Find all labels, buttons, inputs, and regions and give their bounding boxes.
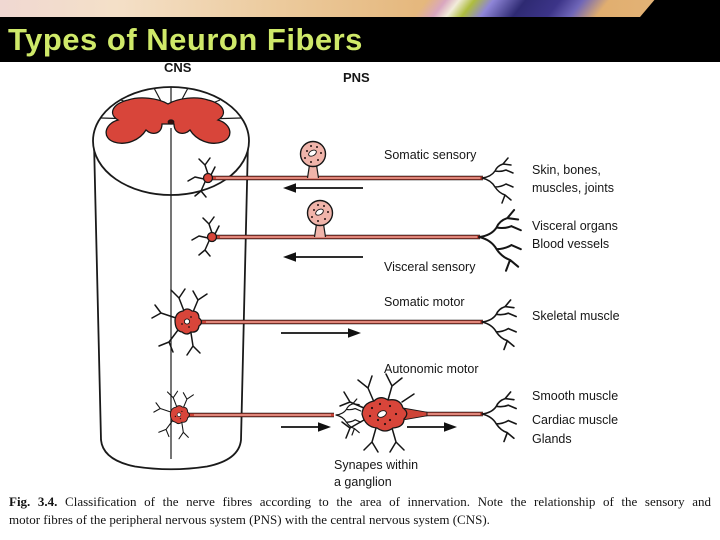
target-label: Skeletal muscle (532, 309, 620, 323)
caption-fig-label: Fig. 3.4. (9, 494, 58, 509)
fiber-label: Somatic sensory (384, 148, 477, 162)
target-label: Skin, bones, (532, 163, 601, 177)
marble-purple-band (408, 0, 622, 17)
nerve-ending-icon (481, 391, 517, 443)
fiber-label: Autonomic motor (384, 362, 478, 376)
arrow-left-icon (283, 252, 363, 262)
caption-line-1: Fig. 3.4. Classification of the nerve fi… (9, 494, 712, 509)
fiber-label: Visceral sensory (384, 260, 476, 274)
target-label: Cardiac muscle (532, 413, 618, 427)
ganglion-neuron-icon (339, 373, 428, 453)
arrow-right-icon (281, 328, 361, 338)
figure-caption: Fig. 3.4. Classification of the nerve fi… (0, 490, 720, 540)
fiber-visceral-sensory: Visceral sensory Visceral organs Blood v… (191, 199, 618, 274)
decorative-marble-strip (0, 0, 720, 17)
marble-black-corner (640, 0, 720, 17)
arrow-left-icon (283, 183, 363, 193)
cns-label: CNS (164, 62, 192, 75)
pns-label: PNS (343, 70, 370, 85)
fiber-label: Somatic motor (384, 295, 465, 309)
target-label: muscles, joints (532, 181, 614, 195)
nerve-ending-icon (481, 157, 514, 204)
dorsal-root-ganglion-icon (299, 140, 327, 179)
target-label: Smooth muscle (532, 389, 618, 403)
fiber-autonomic-motor: Autonomic motor Smooth muscle Cardiac mu… (153, 362, 618, 489)
arrow-right-icon (407, 422, 457, 432)
caption-line-2: motor fibres of the peripheral nervous s… (9, 511, 490, 527)
nerve-ending-icon (481, 299, 517, 351)
fiber-somatic-motor: Somatic motor Skeletal muscle (151, 288, 620, 356)
target-label: Blood vessels (532, 237, 609, 251)
nerve-ending-icon (477, 208, 522, 272)
ganglion-note: a ganglion (334, 475, 392, 489)
title-bar: Types of Neuron Fibers (0, 17, 720, 62)
fiber-somatic-sensory: Somatic sensory Skin, bones, muscles, jo… (187, 140, 614, 204)
neuron-fiber-diagram: CNS PNS Somatic sensory Skin, bones, mus… (0, 62, 720, 490)
arrow-right-icon (281, 422, 331, 432)
page-title: Types of Neuron Fibers (8, 22, 363, 57)
ganglion-note: Synapes within (334, 458, 418, 472)
central-canal (167, 119, 175, 125)
diagram-canvas: CNS PNS Somatic sensory Skin, bones, mus… (92, 62, 620, 489)
target-label: Glands (532, 432, 572, 446)
target-label: Visceral organs (532, 219, 618, 233)
dorsal-root-ganglion-icon (306, 199, 334, 238)
